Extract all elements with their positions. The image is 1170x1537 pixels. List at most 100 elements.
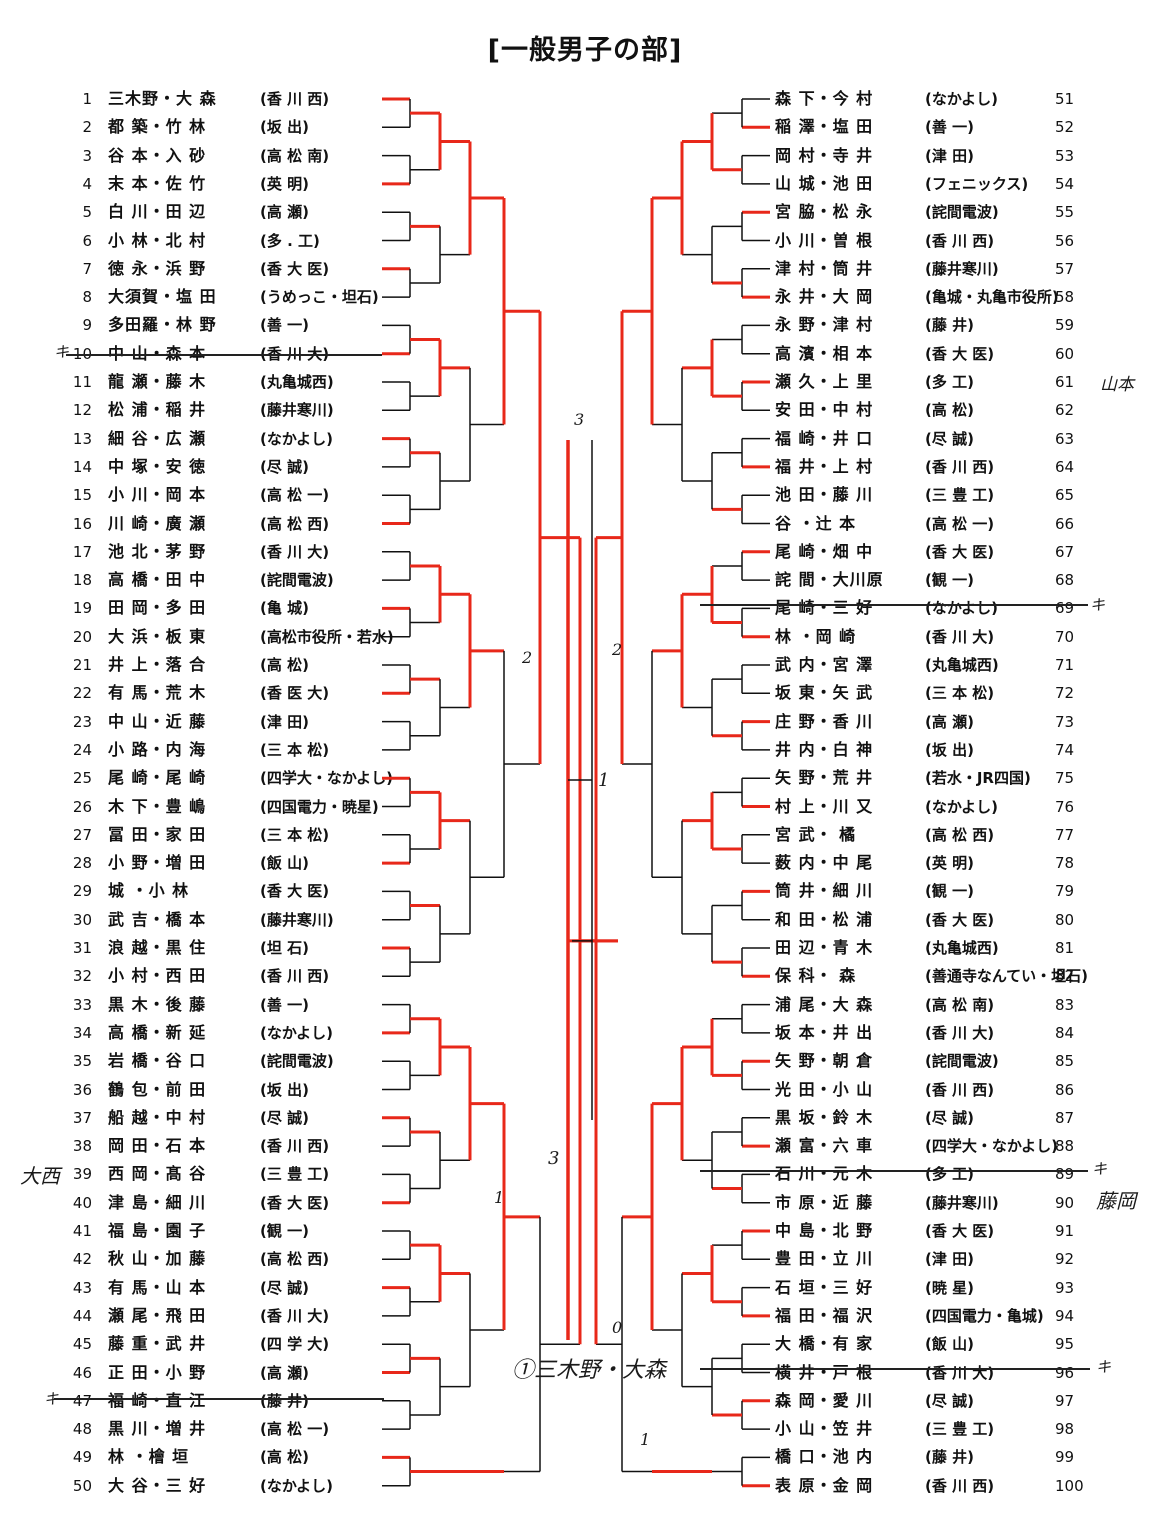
entry-number: 80 [1055, 910, 1075, 929]
entry-club: (うめっこ・坦石) [260, 288, 379, 307]
entry-number: 87 [1055, 1108, 1075, 1127]
entry-number: 86 [1055, 1080, 1075, 1099]
entry-number: 20 [72, 627, 92, 646]
entry-number: 17 [72, 542, 92, 561]
page-title: [一般男子の部] [487, 35, 683, 66]
substitute-note-90: 藤岡 [1096, 1189, 1136, 1213]
entry-names: 黒 木・後 藤 [108, 994, 207, 1014]
entry-club: (藤 井) [260, 1391, 309, 1410]
entry-club: (四学大・なかよし) [260, 769, 393, 788]
entry-names: 福 島・園 子 [108, 1221, 207, 1240]
substitute-note-39: 大西 [20, 1164, 60, 1188]
entry-names: 津 村・筒 井 [775, 258, 874, 278]
entry-club: (暁 星) [925, 1278, 974, 1297]
right-entry-row: 永 野・津 村(藤 井)59 [0, 312, 1170, 338]
entry-number: 67 [1055, 542, 1075, 561]
entry-number: 69 [1055, 599, 1075, 618]
entry-names: 船 越・中 村 [108, 1107, 207, 1127]
entry-names: 浦 尾・大 森 [775, 994, 874, 1014]
right-entry-row: 瀬 久・上 里(多 工)61 [0, 369, 1170, 395]
entry-names: 岡 村・寺 井 [775, 145, 874, 165]
right-entry-row: 森 岡・愛 川(尽 誠)97 [0, 1388, 1170, 1414]
right-entry-row: 宮 武・ 橘(高 松 西)77 [0, 822, 1170, 848]
right-entry-row: 福 田・福 沢(四国電力・亀城)94 [0, 1303, 1170, 1329]
entry-number: 15 [72, 486, 92, 505]
entry-club: (フェニックス) [925, 174, 1029, 193]
entry-names: 中 塚・安 徳 [108, 456, 207, 476]
right-entry-row: 武 内・宮 澤(丸亀城西)71 [0, 652, 1170, 678]
entry-number: 37 [72, 1108, 92, 1127]
entry-number: 21 [72, 656, 92, 674]
entry-number: 94 [1055, 1306, 1075, 1325]
entry-number: 99 [1055, 1448, 1075, 1467]
entry-club: (高 松) [925, 401, 974, 420]
entry-number: 1 [82, 90, 92, 108]
right-entry-row: 山 城・池 田(フェニックス)54 [0, 171, 1170, 197]
entry-club: (高 松) [260, 1448, 309, 1467]
entry-number: 50 [72, 1476, 92, 1495]
entry-club: (尽 誠) [925, 429, 974, 448]
withdraw-mark-96: キ [1096, 1358, 1112, 1376]
entry-names: 藤 重・武 井 [108, 1334, 207, 1354]
right-entry-row: 詫 間・大川原(観 一)68 [0, 567, 1170, 593]
entry-club: (津 田) [260, 712, 309, 731]
entry-club: (亀城・丸亀市役所) [925, 288, 1059, 307]
entry-club: (尽 誠) [260, 1278, 309, 1297]
right-entry-row: 安 田・中 村(高 松)62 [0, 397, 1170, 423]
entry-names: 木 下・豊 嶋 [108, 796, 207, 816]
entry-club: (丸亀城西) [925, 939, 999, 957]
entry-number: 81 [1055, 939, 1075, 957]
entry-names: 表 原・金 岡 [775, 1475, 874, 1495]
entry-club: (なかよし) [925, 797, 998, 816]
entry-number: 59 [1055, 316, 1075, 335]
entry-number: 44 [72, 1306, 92, 1325]
entry-number: 95 [1055, 1335, 1075, 1354]
right-entry-row: 坂 本・井 出(香 川 大)84 [0, 1020, 1170, 1046]
entry-club: (香 大 医) [925, 910, 995, 929]
entry-club: (高 松 西) [925, 825, 995, 844]
entry-names: 谷 本・入 砂 [108, 145, 207, 165]
entry-number: 13 [72, 429, 92, 448]
right-entry-row: 庄 野・香 川(高 瀬)73 [0, 709, 1170, 735]
entry-club: (香 川 大) [260, 1306, 330, 1325]
score-right-a: 2 [612, 640, 623, 659]
entry-club: (香 川 西) [260, 1137, 330, 1156]
entry-names: 福 崎・直 江 [108, 1390, 207, 1410]
entry-club: (詫間電波) [260, 1052, 334, 1071]
entry-names: 小 村・西 田 [108, 966, 207, 986]
entry-number: 32 [72, 967, 92, 986]
entry-number: 64 [1055, 457, 1075, 476]
entry-names: 武 内・宮 澤 [775, 655, 874, 674]
entry-names: 小 川・岡 本 [108, 485, 207, 505]
right-entry-row: 市 原・近 藤(藤井寒川)90 [0, 1190, 1170, 1216]
entry-names: 安 田・中 村 [775, 400, 874, 420]
entry-club: (亀 城) [260, 599, 309, 618]
entry-club: (香 大 医) [925, 344, 995, 363]
entry-club: (四 学 大) [260, 1335, 330, 1354]
right-entry-row: 石 垣・三 好(暁 星)93 [0, 1275, 1170, 1301]
entry-club: (なかよし) [260, 1476, 333, 1495]
entry-names: 池 田・藤 川 [775, 485, 874, 505]
entry-number: 42 [72, 1250, 92, 1269]
entry-names: 橋 口・池 内 [775, 1447, 874, 1467]
entry-club: (藤 井) [925, 1448, 974, 1467]
score-left-b: 2 [522, 648, 533, 667]
entry-club: (丸亀城西) [925, 656, 999, 674]
entry-names: 宮 脇・松 永 [775, 202, 874, 222]
entry-number: 51 [1055, 90, 1075, 108]
entry-club: (香 大 医) [260, 882, 330, 901]
entry-number: 78 [1055, 854, 1075, 873]
entry-names: 大 浜・板 東 [108, 626, 207, 646]
right-entry-row: 石 川・元 木(多 工)89 [0, 1161, 1170, 1187]
right-entry-row: 岡 村・寺 井(津 田)53 [0, 143, 1170, 169]
